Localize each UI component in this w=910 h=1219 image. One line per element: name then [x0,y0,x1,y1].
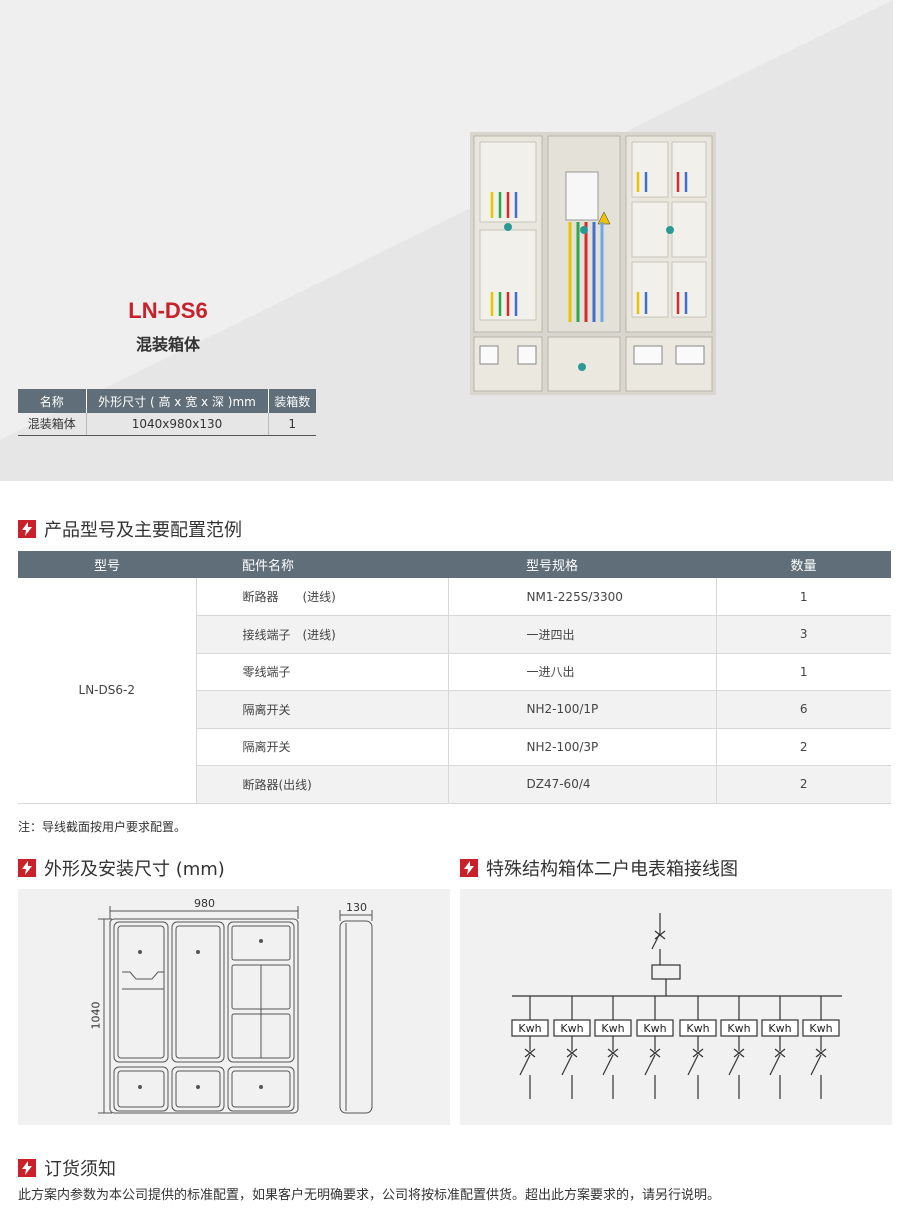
config-cell-qty: 3 [715,615,891,654]
order-notice-text: 此方案内参数为本公司提供的标准配置，如果客户无明确要求，公司将按标准配置供货。超… [18,1188,721,1203]
model-subtitle: 混装箱体 [135,335,200,354]
config-header-part: 配件名称 [196,551,448,578]
spec-header-count: 装箱数 [268,389,316,413]
meter-branch: Kwh [594,996,632,1099]
dimension-width-label: 980 [194,897,215,910]
lightning-bolt-icon [460,859,478,877]
config-cell-spec: NH2-100/1P [447,690,716,729]
config-cell-part: 断路器 (进线) [195,578,448,616]
section-heading-wiring: 特殊结构箱体二户电表箱接线图 [460,855,738,881]
wiring-diagram: Kwh Kwh Kwh Kwh Kwh Kwh Kwh Kwh [511,913,842,1099]
dimension-drawing [98,906,373,1114]
section-heading-dimensions: 外形及安装尺寸 (mm) [18,855,225,881]
config-cell-spec: DZ47-60/4 [447,765,716,804]
section-title: 产品型号及主要配置范例 [44,520,242,541]
meter-branch: Kwh [720,996,758,1099]
product-photo [470,132,716,395]
config-cell-spec: NM1-225S/3300 [447,578,716,616]
config-cell-part: 隔离开关 [195,728,448,766]
table-row: LN-DS6-2 断路器 (进线) NM1-225S/3300 1 [18,578,891,804]
config-cell-spec: NH2-100/3P [447,728,716,766]
config-cell-qty: 1 [715,653,891,691]
wiring-diagram-panel: Kwh Kwh Kwh Kwh Kwh Kwh Kwh Kwh [460,889,892,1125]
meter-label: Kwh [768,1022,791,1035]
hero-banner: LN-DS6 混装箱体 [0,0,893,481]
lightning-bolt-icon [18,520,36,538]
dimension-depth-label: 130 [346,901,367,914]
config-table: 型号 配件名称 型号规格 数量 LN-DS6-2 断路器 (进线) NM1-22… [18,551,891,804]
spec-cell-name: 混装箱体 [18,413,87,436]
config-cell-part: 零线端子 [195,653,448,691]
section-title: 订货须知 [44,1159,116,1180]
table-row: 接线端子 (进线) 一进四出 3 [18,615,891,654]
spec-cell-count: 1 [268,413,316,436]
spec-table: 名称 外形尺寸 ( 高 x 宽 x 深 )mm 装箱数 混装箱体 1040x98… [18,389,316,436]
meter-label: Kwh [727,1022,750,1035]
spec-header-size: 外形尺寸 ( 高 x 宽 x 深 )mm [86,389,269,413]
config-table-header: 型号 配件名称 型号规格 数量 [18,551,891,578]
table-row: 隔离开关 NH2-100/3P 2 [18,728,891,766]
config-cell-spec: 一进四出 [447,615,716,654]
model-title: LN-DS6 [128,298,208,323]
config-header-qty: 数量 [716,551,891,578]
config-header-model: 型号 [18,551,196,578]
meter-branch: Kwh [636,996,674,1099]
dimension-drawing-panel: 980 1040 130 [18,889,450,1125]
section-heading-config: 产品型号及主要配置范例 [18,516,242,542]
table-row: 隔离开关 NH2-100/1P 6 [18,690,891,729]
meter-branch: Kwh [679,996,717,1099]
table-row: 断路器(出线) DZ47-60/4 2 [18,765,891,804]
config-note: 注：导线截面按用户要求配置。 [18,820,187,834]
config-cell-spec: 一进八出 [447,653,716,691]
config-header-spec: 型号规格 [448,551,716,578]
spec-header-name: 名称 [18,389,87,413]
section-heading-order: 订货须知 [18,1155,116,1181]
meter-label: Kwh [518,1022,541,1035]
meter-branch: Kwh [511,996,549,1099]
meter-label: Kwh [686,1022,709,1035]
config-cell-qty: 1 [715,578,891,616]
meter-label: Kwh [601,1022,624,1035]
lightning-bolt-icon [18,859,36,877]
dimension-height-label: 1040 [89,1001,103,1030]
meter-label: Kwh [560,1022,583,1035]
table-row: 零线端子 一进八出 1 [18,653,891,691]
meter-branch: Kwh [553,996,591,1099]
lightning-bolt-icon [18,1159,36,1177]
table-row: 混装箱体 1040x980x130 1 [18,413,316,436]
meter-label: Kwh [809,1022,832,1035]
config-cell-part: 断路器(出线) [195,765,448,804]
config-cell-part: 接线端子 (进线) [195,615,448,654]
spec-cell-size: 1040x980x130 [86,413,269,436]
section-title: 外形及安装尺寸 (mm) [44,859,225,880]
section-title: 特殊结构箱体二户电表箱接线图 [486,859,738,880]
config-cell-qty: 2 [715,765,891,804]
spec-table-header: 名称 外形尺寸 ( 高 x 宽 x 深 )mm 装箱数 [18,389,316,413]
config-cell-part: 隔离开关 [195,690,448,729]
meter-label: Kwh [643,1022,666,1035]
config-cell-model: LN-DS6-2 [18,578,196,804]
meter-branch: Kwh [761,996,799,1099]
config-cell-qty: 6 [715,690,891,729]
config-cell-qty: 2 [715,728,891,766]
meter-branch: Kwh [802,996,840,1099]
